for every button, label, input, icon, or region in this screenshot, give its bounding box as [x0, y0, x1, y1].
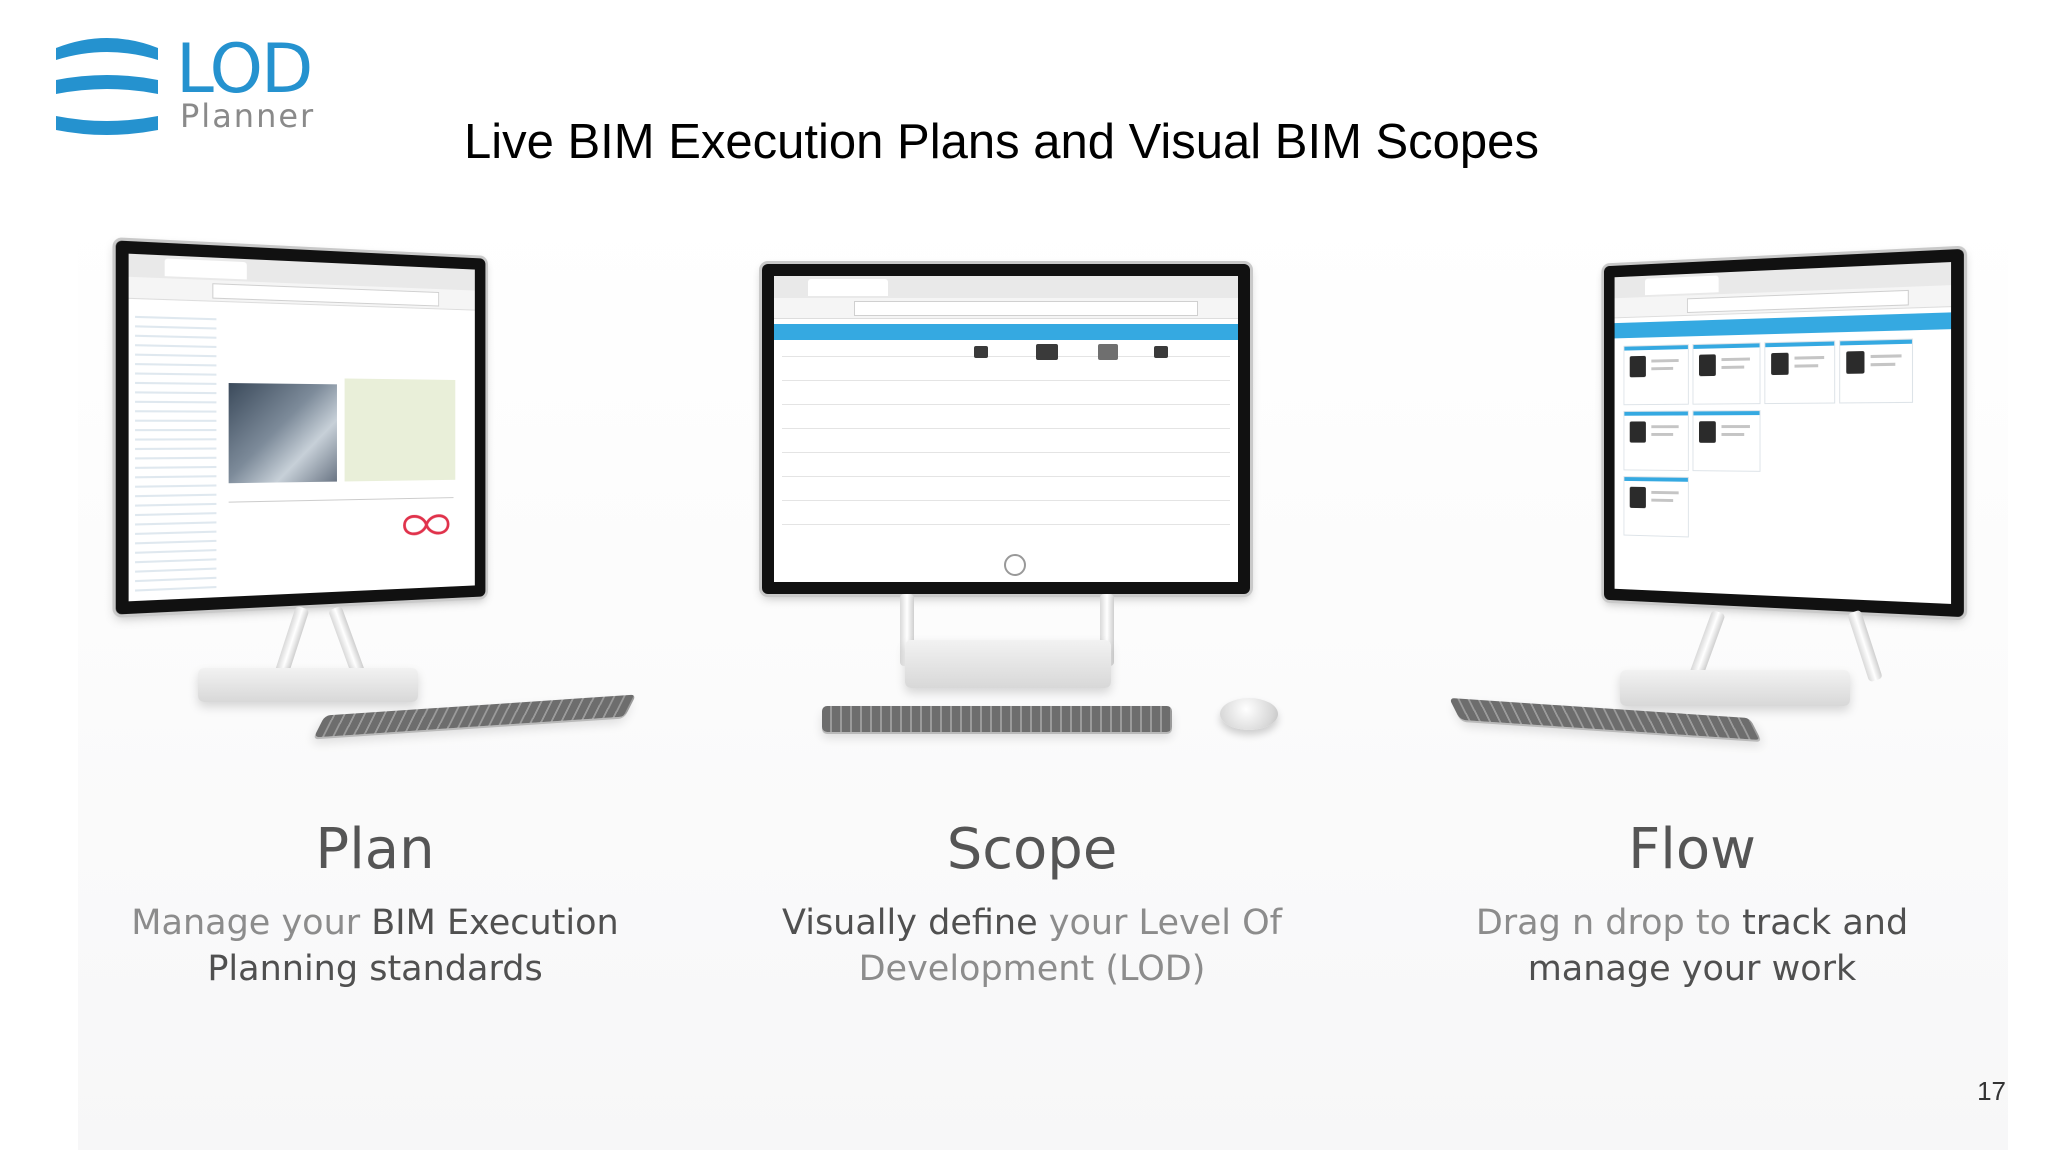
flow-caption: Flow Drag n drop to track and manage you…	[1412, 822, 1972, 992]
scope-device	[750, 258, 1310, 758]
plan-screen	[129, 254, 475, 602]
lod-planner-logo: LOD Planner	[52, 34, 322, 144]
scope-line-2: Development (LOD)	[752, 946, 1312, 992]
plan-device	[110, 250, 650, 750]
flow-line-1: Drag n drop to track and	[1412, 900, 1972, 946]
flow-screen	[1615, 262, 1951, 604]
plan-monitor	[116, 240, 486, 614]
page-number: 17	[1977, 1076, 2006, 1107]
location-map	[345, 378, 456, 481]
flow-title: Flow	[1412, 822, 1972, 878]
scope-monitor	[762, 264, 1250, 594]
slide-title: Live BIM Execution Plans and Visual BIM …	[464, 114, 1539, 170]
building-photo	[229, 383, 337, 483]
flow-monitor	[1604, 249, 1964, 617]
logo-subtitle: Planner	[180, 100, 315, 132]
plan-line-2: Planning standards	[95, 946, 655, 992]
scope-line-1: Visually define your Level Of	[752, 900, 1312, 946]
infinity-logo-icon	[397, 511, 455, 540]
flow-line-2: manage your work	[1412, 946, 1972, 992]
scope-keyboard	[822, 706, 1172, 732]
scope-caption: Scope Visually define your Level Of Deve…	[752, 822, 1312, 992]
flow-device	[1440, 258, 1980, 758]
plan-line-1: Manage your BIM Execution	[95, 900, 655, 946]
plan-caption: Plan Manage your BIM Execution Planning …	[95, 822, 655, 992]
logo-wordmark: LOD	[176, 36, 311, 104]
scope-screen	[774, 276, 1238, 582]
plan-title: Plan	[95, 822, 655, 878]
scope-mouse	[1220, 698, 1278, 730]
scope-title: Scope	[752, 822, 1312, 878]
logo-stack-icon	[52, 34, 162, 138]
